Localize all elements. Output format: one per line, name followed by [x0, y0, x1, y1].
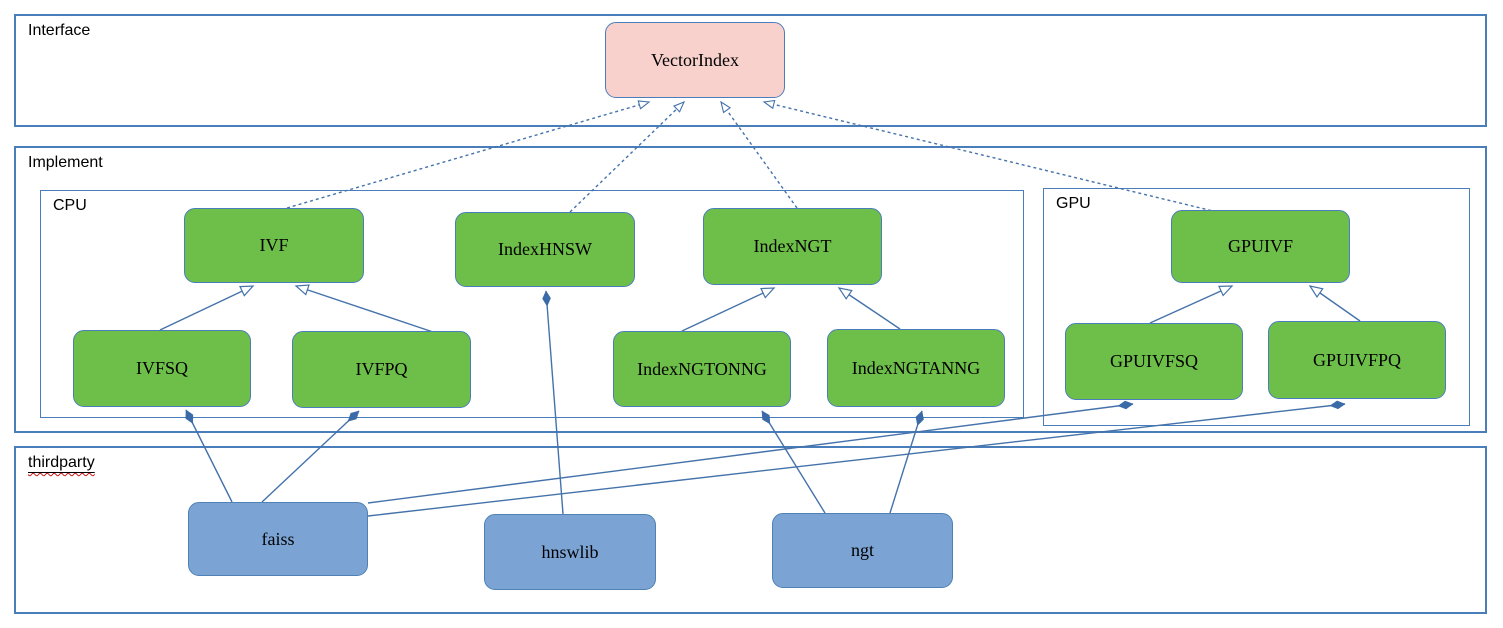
node-indexngtonng-label: IndexNGTONNG	[637, 358, 767, 379]
node-gpuivf-label: GPUIVF	[1227, 236, 1293, 256]
node-faiss-label: faiss	[261, 528, 295, 549]
node-indexngtonng[interactable]: IndexNGTONNG	[613, 331, 791, 407]
node-ivfsq[interactable]: IVFSQ	[73, 330, 251, 407]
node-gpuivf[interactable]: GPUIVF	[1171, 210, 1350, 283]
node-indexhnsw[interactable]: IndexHNSW	[455, 212, 635, 287]
node-ivfpq[interactable]: IVFPQ	[292, 331, 471, 408]
node-indexngtanng[interactable]: IndexNGTANNG	[827, 329, 1005, 407]
group-thirdparty-label: thirdparty	[28, 454, 95, 471]
node-ivf[interactable]: IVF	[184, 208, 364, 283]
node-vectorindex[interactable]: VectorIndex	[605, 22, 785, 98]
node-gpuivfpq-label: GPUIVFPQ	[1312, 349, 1402, 370]
node-ivf-label: IVF	[259, 235, 289, 255]
node-ivfsq-label: IVFSQ	[135, 358, 188, 378]
node-vectorindex-label: VectorIndex	[651, 49, 739, 70]
node-gpuivfsq[interactable]: GPUIVFSQ	[1065, 323, 1243, 400]
node-ngt[interactable]: ngt	[772, 513, 953, 588]
node-hnswlib-label: hnswlib	[541, 541, 599, 562]
node-gpuivfpq[interactable]: GPUIVFPQ	[1268, 321, 1446, 399]
group-interface-label: Interface	[28, 22, 91, 39]
node-hnswlib[interactable]: hnswlib	[484, 514, 656, 590]
node-indexngtanng-label: IndexNGTANNG	[851, 357, 981, 378]
node-indexngt[interactable]: IndexNGT	[703, 208, 882, 285]
node-gpuivfsq-label: GPUIVFSQ	[1109, 351, 1199, 371]
node-ivfpq-label: IVFPQ	[355, 359, 408, 379]
group-cpu-label: CPU	[53, 197, 87, 214]
node-indexngt-label: IndexNGT	[753, 236, 832, 256]
group-gpu-label: GPU	[1056, 195, 1091, 212]
node-indexhnsw-label: IndexHNSW	[498, 239, 592, 259]
node-faiss[interactable]: faiss	[188, 502, 368, 576]
group-implement-label: Implement	[28, 154, 103, 171]
node-ngt-label: ngt	[850, 540, 874, 560]
